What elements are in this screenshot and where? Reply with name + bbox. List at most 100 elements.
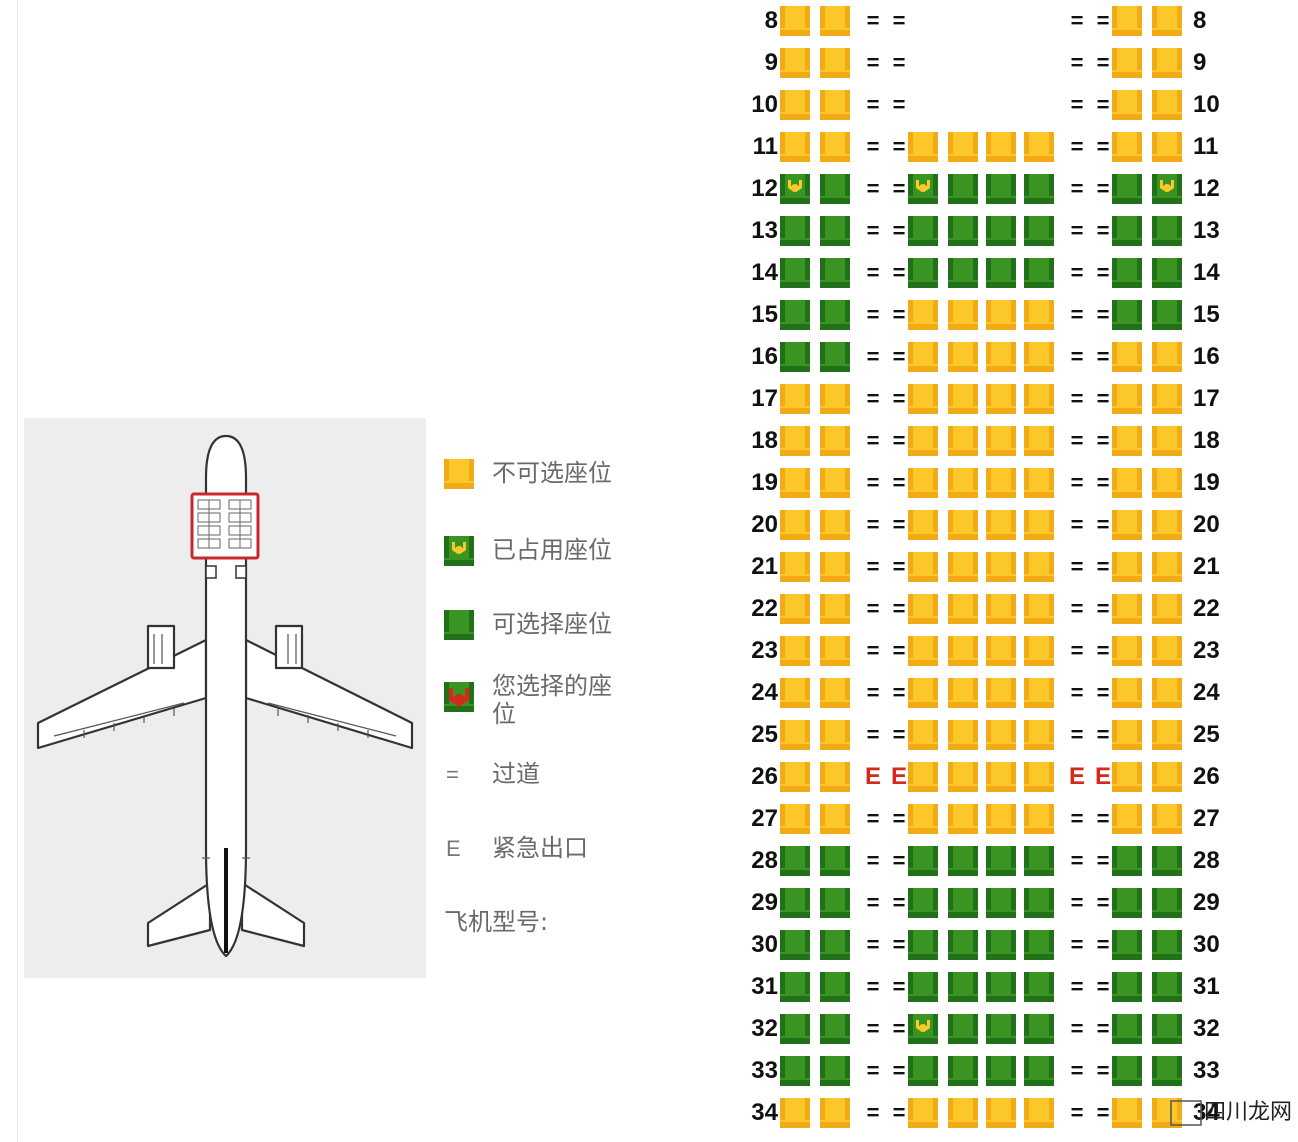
seat-available[interactable] [820,1014,850,1044]
seat-available[interactable] [1152,846,1182,876]
aisle-marker: = [1070,344,1084,369]
seat-available[interactable] [780,342,810,372]
seat-available[interactable] [820,888,850,918]
seat-available[interactable] [1024,174,1054,204]
seat-available[interactable] [1152,972,1182,1002]
seat-unavailable [820,48,850,78]
seat-available[interactable] [820,342,850,372]
seat-available[interactable] [1152,930,1182,960]
seat-available[interactable] [1152,1014,1182,1044]
seat-available[interactable] [908,846,938,876]
legend-label: 不可选座位 [492,459,612,487]
seat-occupied [780,174,810,204]
seat-available[interactable] [948,846,978,876]
seat-available[interactable] [986,930,1016,960]
seat-available[interactable] [780,888,810,918]
seat-unavailable [908,132,938,162]
seat-available[interactable] [986,174,1016,204]
seat-available[interactable] [820,216,850,246]
seat-available[interactable] [780,846,810,876]
row-number-right: 22 [1193,595,1220,622]
seat-available[interactable] [908,888,938,918]
seat-available[interactable] [948,930,978,960]
seat-available[interactable] [1112,1014,1142,1044]
seat-available[interactable] [1152,1056,1182,1086]
seat-available[interactable] [1024,888,1054,918]
seat-available[interactable] [908,216,938,246]
seat-unavailable [986,762,1016,792]
seat-available[interactable] [820,300,850,330]
selected-seat-icon [444,682,474,712]
seat-available[interactable] [948,258,978,288]
seat-available[interactable] [780,258,810,288]
seat-available[interactable] [820,1056,850,1086]
seat-available[interactable] [1152,300,1182,330]
seat-available[interactable] [908,930,938,960]
seat-available[interactable] [1112,174,1142,204]
seat-available[interactable] [780,1056,810,1086]
seat-available[interactable] [820,972,850,1002]
seat-available[interactable] [908,1056,938,1086]
seat-available[interactable] [1024,258,1054,288]
seat-available[interactable] [820,174,850,204]
seat-available[interactable] [908,972,938,1002]
seat-available[interactable] [986,1014,1016,1044]
seat-available[interactable] [948,888,978,918]
seat-available[interactable] [1152,258,1182,288]
seat-available[interactable] [1024,1014,1054,1044]
seat-unavailable [1152,48,1182,78]
row-number-left: 19 [751,469,778,496]
seat-available[interactable] [986,972,1016,1002]
seat-row: 16====16 [740,336,1220,378]
seat-available[interactable] [986,888,1016,918]
seat-available[interactable] [1112,300,1142,330]
seat-available[interactable] [908,258,938,288]
seat-available[interactable] [948,972,978,1002]
aisle-marker: = [892,596,906,621]
seat-unavailable [1152,720,1182,750]
seat-available[interactable] [1112,258,1142,288]
aisle-marker: = [866,1016,880,1041]
watermark-logo [1170,1100,1202,1126]
seat-available[interactable] [1112,846,1142,876]
seat-unavailable [908,510,938,540]
seat-available[interactable] [780,930,810,960]
seat-unavailable [1024,762,1054,792]
seat-available[interactable] [1024,846,1054,876]
seat-available[interactable] [820,846,850,876]
seat-available[interactable] [986,216,1016,246]
seat-available[interactable] [780,1014,810,1044]
seat-unavailable [820,594,850,624]
seat-available[interactable] [986,1056,1016,1086]
seat-available[interactable] [780,216,810,246]
seat-available[interactable] [1024,216,1054,246]
seat-unavailable [908,552,938,582]
seat-unavailable [820,468,850,498]
seat-available[interactable] [986,258,1016,288]
seat-available[interactable] [1152,216,1182,246]
seat-unavailable [780,636,810,666]
seat-available[interactable] [1152,888,1182,918]
seat-available[interactable] [1112,216,1142,246]
seat-available[interactable] [1112,972,1142,1002]
aisle-marker: = [892,8,906,33]
seat-available[interactable] [1024,972,1054,1002]
seat-available[interactable] [1024,1056,1054,1086]
seat-available[interactable] [1024,930,1054,960]
seat-row: 34====34 [740,1092,1220,1134]
seat-available[interactable] [1112,888,1142,918]
seat-available[interactable] [780,972,810,1002]
aisle-marker: = [1096,638,1110,663]
aisle-marker: = [1070,974,1084,999]
seat-available[interactable] [820,258,850,288]
seat-available[interactable] [948,1056,978,1086]
seat-available[interactable] [820,930,850,960]
seat-available[interactable] [1112,930,1142,960]
seat-available[interactable] [780,300,810,330]
seat-available[interactable] [948,174,978,204]
seat-available[interactable] [948,1014,978,1044]
seat-available[interactable] [1112,1056,1142,1086]
seat-available[interactable] [986,846,1016,876]
seat-available[interactable] [948,216,978,246]
seat-row: 30====30 [740,924,1220,966]
